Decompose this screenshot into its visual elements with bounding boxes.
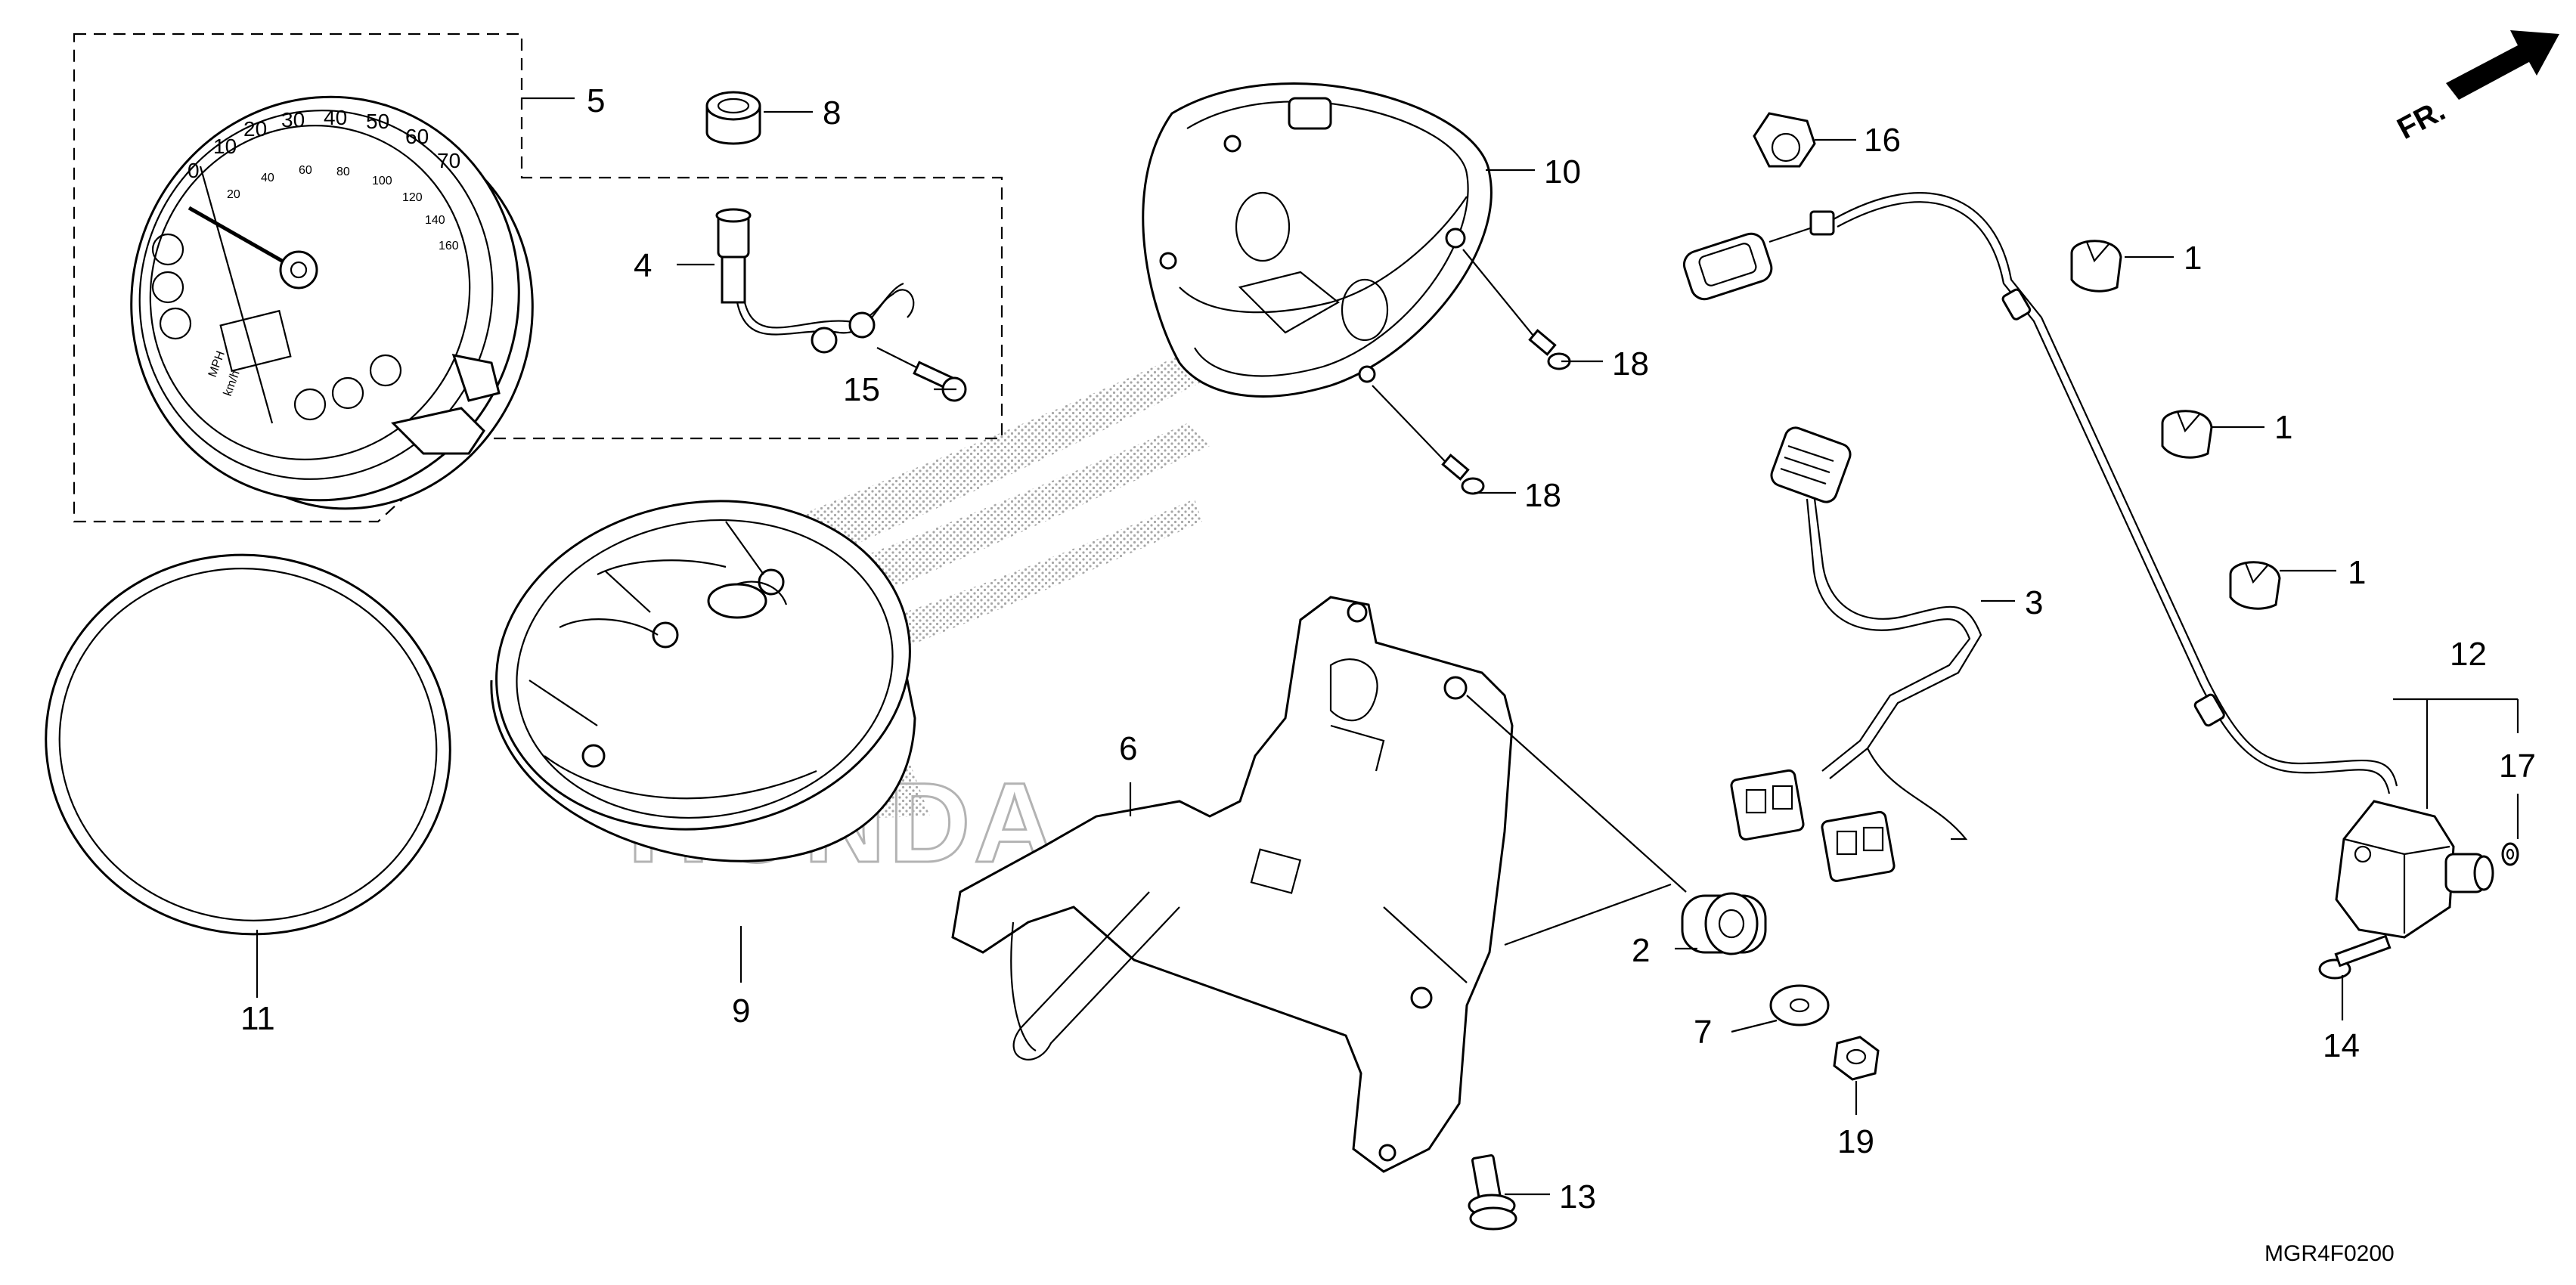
callout-13: 13	[1559, 1178, 1596, 1215]
gauge-outer-30: 30	[281, 108, 305, 132]
front-direction-indicator: FR.	[2392, 30, 2559, 146]
sensor-cable	[1682, 192, 2398, 794]
callout-labels: 5 8 4 15 10 18 18 16 1 1 1 3 12 17 11 9 …	[240, 82, 2536, 1215]
screw-part-15	[876, 347, 967, 402]
grommet-part-8	[705, 91, 761, 145]
callout-12: 12	[2450, 636, 2487, 673]
sensor-part-12	[2335, 800, 2494, 939]
case-part-10	[1142, 82, 1493, 398]
rubber-part-2	[1466, 695, 1767, 955]
clip-part-1-upper	[2070, 240, 2122, 293]
washer-part-7	[1769, 984, 1830, 1026]
callout-3: 3	[2025, 584, 2043, 621]
callout-2: 2	[1632, 932, 1650, 969]
callout-18-upper: 18	[1612, 345, 1649, 382]
gauge-inner-160: 160	[439, 240, 459, 252]
clip-part-1-lower	[2229, 561, 2281, 610]
bolt-part-13	[1468, 1154, 1517, 1231]
callout-14: 14	[2323, 1027, 2360, 1064]
bulb-socket-part-4	[715, 208, 915, 354]
diagram-code: MGR4F0200	[2264, 1241, 2395, 1266]
callout-6: 6	[1119, 730, 1137, 767]
ring-part-11	[45, 553, 451, 936]
meter-assembly-group: 0 10 20 30 40 50 60 70 20 40 60 80 100 1…	[73, 33, 1003, 523]
callout-1-middle: 1	[2274, 409, 2292, 446]
gauge-inner-140: 140	[425, 214, 445, 227]
gauge-inner-40: 40	[261, 172, 274, 184]
callout-4: 4	[634, 247, 652, 284]
callout-8: 8	[823, 94, 841, 132]
gauge-inner-120: 120	[402, 191, 423, 204]
speedometer: 0 10 20 30 40 50 60 70 20 40 60 80 100 1…	[130, 95, 534, 510]
gauge-outer-20: 20	[243, 117, 267, 141]
callout-18-lower: 18	[1524, 477, 1561, 514]
callout-16: 16	[1864, 122, 1901, 159]
gauge-inner-100: 100	[372, 175, 392, 187]
assembly-dashed-outline	[73, 33, 1003, 523]
clip-part-1-middle	[2161, 410, 2213, 459]
harness-part-3	[1730, 426, 1982, 882]
callout-10: 10	[1544, 153, 1581, 190]
callout-1-lower: 1	[2348, 554, 2366, 591]
screw-part-18-lower	[1372, 385, 1485, 495]
clamp-part-16	[1753, 112, 1816, 168]
gauge-outer-60: 60	[405, 125, 429, 148]
gauge-outer-70: 70	[437, 149, 460, 172]
oring-part-17	[2501, 842, 2519, 866]
callout-9: 9	[732, 992, 750, 1030]
callout-17: 17	[2499, 748, 2536, 785]
nut-part-19	[1833, 1036, 1880, 1081]
bolt-part-14	[2318, 934, 2392, 980]
callout-15: 15	[843, 371, 880, 408]
gauge-outer-50: 50	[366, 110, 389, 133]
callout-19: 19	[1837, 1123, 1874, 1160]
gauge-inner-60: 60	[299, 164, 312, 177]
callout-11: 11	[240, 1000, 275, 1037]
gauge-outer-10: 10	[213, 135, 237, 158]
screw-part-18-upper	[1462, 249, 1571, 370]
callout-1-upper: 1	[2184, 240, 2202, 277]
gauge-outer-40: 40	[324, 106, 347, 129]
gauge-inner-20: 20	[227, 188, 240, 201]
housing-part-9	[490, 500, 916, 862]
callout-7: 7	[1694, 1014, 1712, 1051]
leader-lines	[256, 97, 2519, 1196]
front-direction-label: FR.	[2392, 94, 2451, 146]
gauge-outer-0: 0	[188, 159, 200, 182]
callout-5: 5	[587, 82, 605, 119]
stay-part-6	[951, 596, 1514, 1173]
gauge-inner-80: 80	[336, 166, 350, 178]
